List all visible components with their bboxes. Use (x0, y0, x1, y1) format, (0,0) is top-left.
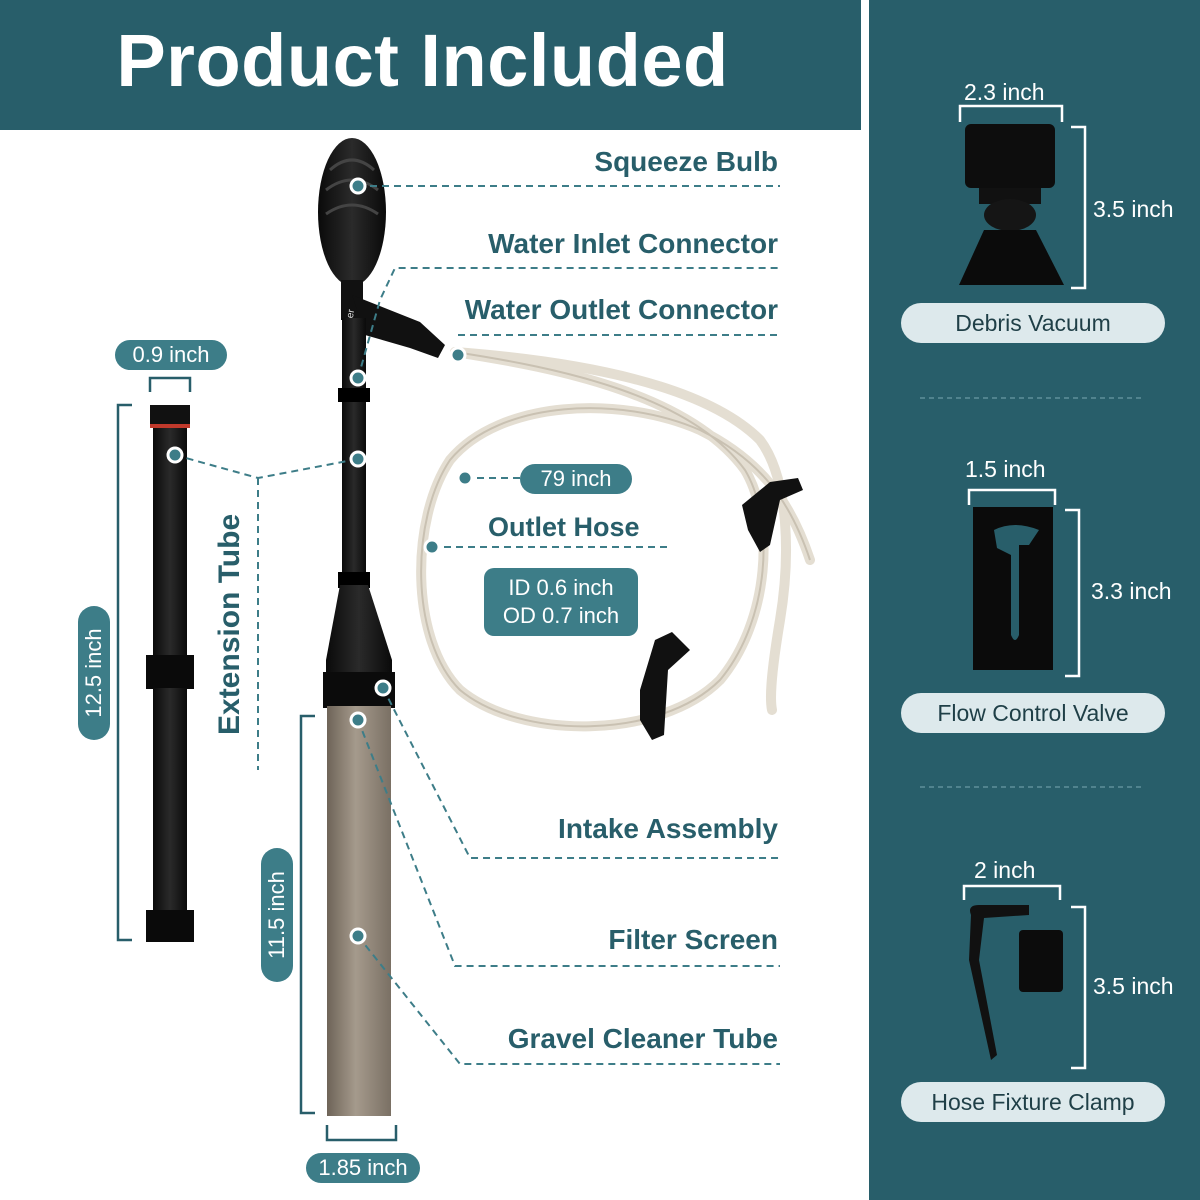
accessories-illustration (920, 104, 1142, 1070)
extension-tube-icon (146, 405, 194, 942)
hose-clip-icon (640, 478, 803, 740)
hose-inner-diameter: ID 0.6 inch (508, 575, 614, 600)
squeeze-bulb-icon (318, 138, 386, 286)
label-water-inlet-connector: Water Inlet Connector (488, 228, 778, 259)
header-banner (0, 0, 861, 130)
dim-tube-diameter: 1.85 inch (306, 1153, 420, 1183)
flow-control-valve-icon (973, 507, 1053, 670)
hose-fixture-clamp-icon (969, 905, 1063, 1060)
label-outlet-hose: Outlet Hose (488, 512, 640, 542)
intake-assembly-icon (326, 585, 392, 680)
hose-outer-diameter: OD 0.7 inch (502, 603, 620, 628)
label-filter-screen: Filter Screen (608, 924, 778, 955)
extension-tube-connected (342, 318, 366, 578)
hose-fixture-clamp-label: Hose Fixture Clamp (901, 1082, 1165, 1122)
label-squeeze-bulb: Squeeze Bulb (594, 146, 778, 177)
debris-vacuum-width: 2.3 inch (964, 79, 1045, 105)
dim-hose-length: 79 inch (520, 464, 632, 494)
hose-fixture-clamp-width: 2 inch (974, 857, 1036, 883)
label-extension-tube: Extension Tube (213, 513, 246, 735)
label-gravel-cleaner-tube: Gravel Cleaner Tube (507, 1023, 778, 1054)
dim-extension-length: 12.5 inch (78, 606, 110, 740)
dim-tube-length: 11.5 inch (261, 848, 293, 982)
water-outlet-connector-icon (352, 295, 445, 358)
debris-vacuum-height: 3.5 inch (1093, 196, 1174, 222)
debris-vacuum-icon (959, 124, 1064, 285)
dim-extension-width: 0.9 inch (115, 340, 227, 370)
flow-control-valve-height: 3.3 inch (1091, 578, 1172, 604)
label-intake-assembly: Intake Assembly (558, 813, 778, 844)
flow-control-valve-width: 1.5 inch (965, 456, 1046, 482)
hose-spec-box: ID 0.6 inch OD 0.7 inch (484, 568, 638, 636)
label-water-outlet-connector: Water Outlet Connector (464, 294, 778, 325)
gravel-cleaner-tube-icon (327, 706, 391, 1116)
page-title: Product Included (116, 19, 729, 102)
debris-vacuum-label: Debris Vacuum (901, 303, 1165, 343)
hose-fixture-clamp-height: 3.5 inch (1093, 973, 1174, 999)
callout-dot-icon (166, 177, 474, 945)
flow-control-valve-label: Flow Control Valve (901, 693, 1165, 733)
